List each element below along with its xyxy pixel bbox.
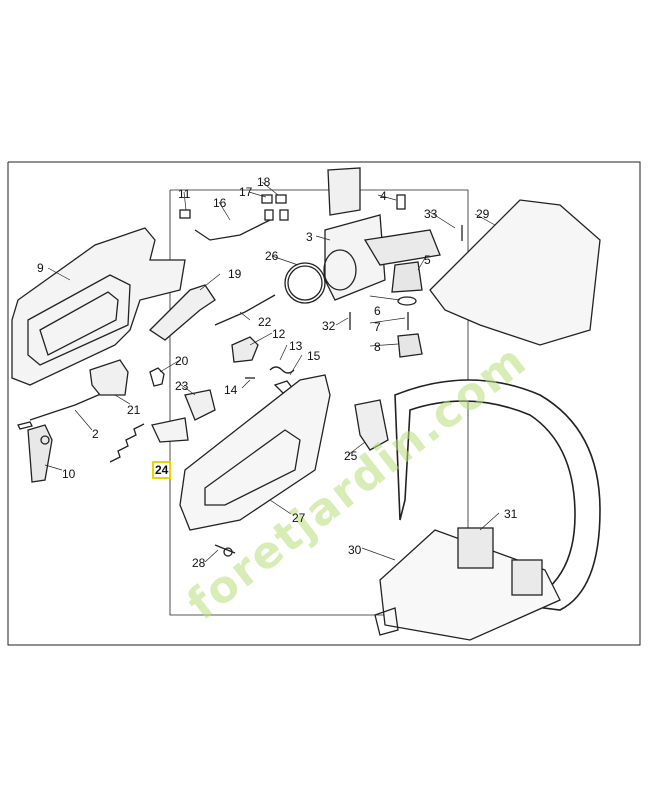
part-21 [89,359,129,396]
part-3-housing [323,167,441,301]
part-label-21[interactable]: 21 [127,403,141,417]
part-31-block-a [457,527,494,569]
part-label-26[interactable]: 26 [265,249,279,263]
part-6 [397,296,417,306]
part-label-29[interactable]: 29 [476,207,490,221]
part-30-loop-handle [374,379,601,641]
part-label-22[interactable]: 22 [258,315,272,329]
part-label-2[interactable]: 2 [92,427,99,441]
part-12 [231,336,259,363]
outer-frame [7,161,641,646]
part-label-28[interactable]: 28 [192,556,206,570]
part-label-7[interactable]: 7 [374,320,381,334]
part-31-block-b [511,559,543,596]
part-26 [284,262,326,304]
part-label-13[interactable]: 13 [289,339,303,353]
part-13-spring [269,366,295,374]
part-label-33[interactable]: 33 [424,207,438,221]
part-label-8[interactable]: 8 [374,340,381,354]
part-label-3[interactable]: 3 [306,230,313,244]
part-label-11[interactable]: 11 [178,187,191,201]
part-label-14[interactable]: 14 [224,383,238,397]
part-19 [148,284,216,341]
part-label-6[interactable]: 6 [374,304,381,318]
part-8 [397,333,423,358]
part-24-spring [109,423,145,463]
part-label-17[interactable]: 17 [239,185,253,199]
part-label-19[interactable]: 19 [228,267,242,281]
part-label-27[interactable]: 27 [292,511,306,525]
part-23 [184,389,216,421]
part-5 [391,261,423,293]
part-label-24[interactable]: 24 [151,461,172,479]
part-25 [354,399,389,451]
part-label-4[interactable]: 4 [380,189,387,203]
part-label-25[interactable]: 25 [344,449,358,463]
part-label-15[interactable]: 15 [307,349,321,363]
part-27-handle [179,374,331,531]
part-20 [149,367,165,387]
part-label-30[interactable]: 30 [348,543,362,557]
part-label-23[interactable]: 23 [175,379,189,393]
part-label-5[interactable]: 5 [424,253,431,267]
part-label-10[interactable]: 10 [62,467,76,481]
part-label-12[interactable]: 12 [272,327,286,341]
part-label-9[interactable]: 9 [37,261,44,275]
part-label-20[interactable]: 20 [175,354,189,368]
part-label-18[interactable]: 18 [257,175,271,189]
part-4 [396,194,406,210]
part-label-32[interactable]: 32 [322,319,336,333]
part-9-housing [11,227,186,386]
part-16 [194,219,271,241]
part-2-cable [29,389,111,421]
part-label-31[interactable]: 31 [504,507,518,521]
part-10 [27,424,53,483]
part-29 [429,199,601,346]
part-label-16[interactable]: 16 [213,196,227,210]
part-22 [214,294,276,326]
